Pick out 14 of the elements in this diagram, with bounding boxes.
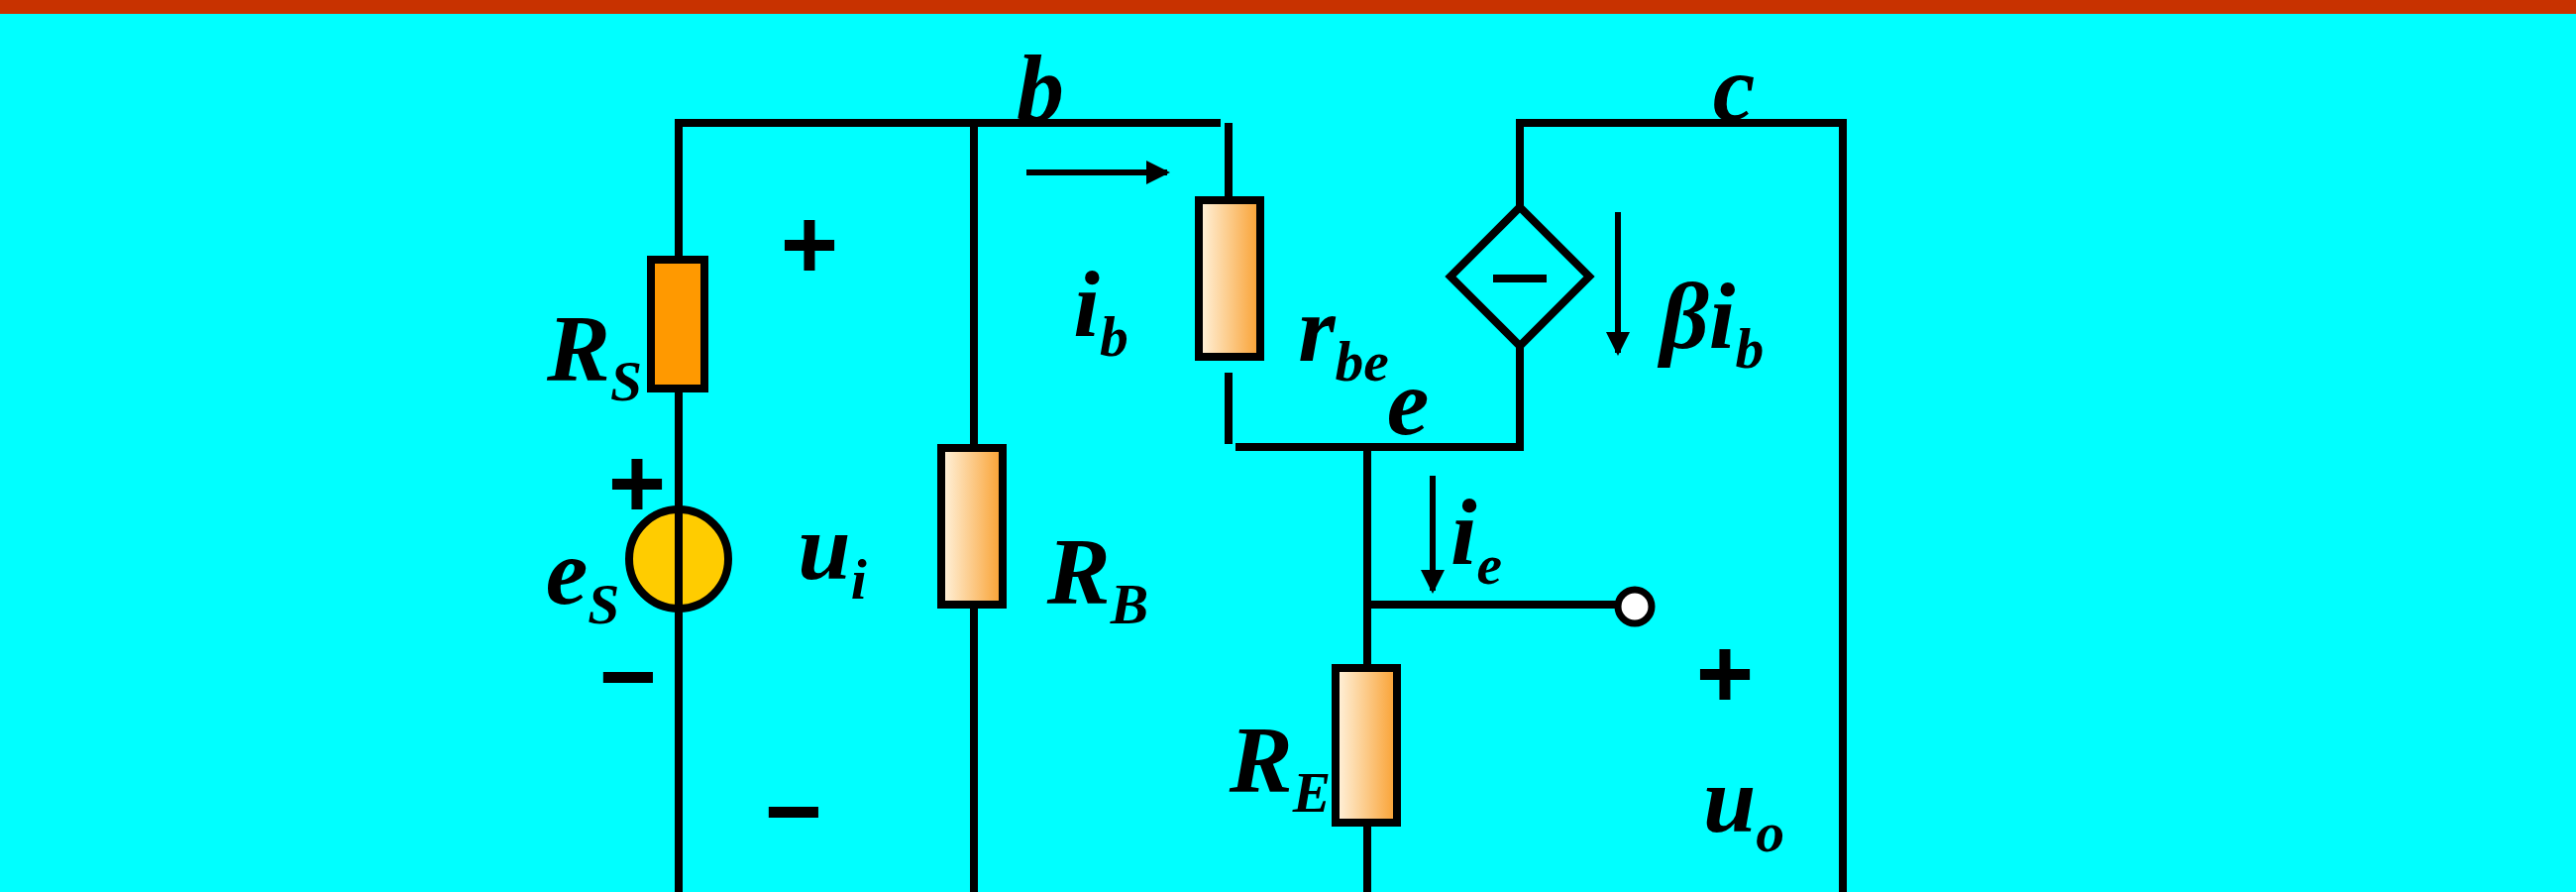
component-label: R$_{S}$ [546, 301, 643, 410]
voltage-label: u$_{i}$ [798, 500, 867, 609]
current-label: i$_{b}$ [1073, 257, 1128, 366]
voltage-label: u$_{o}$ [1702, 752, 1785, 861]
component-label: r$_{be}$ [1298, 281, 1389, 390]
current-label: i$_{e}$ [1449, 485, 1503, 594]
polarity-sign: + [780, 194, 839, 293]
component-label: R$_{B}$ [1046, 524, 1149, 633]
polarity-sign: + [1695, 623, 1755, 723]
current-label: βi$_{b}$ [1660, 269, 1765, 378]
component-label: R$_{E}$ [1229, 713, 1332, 822]
node-label: b [1017, 41, 1064, 136]
node-label: c [1712, 41, 1756, 136]
polarity-sign: − [764, 761, 823, 860]
